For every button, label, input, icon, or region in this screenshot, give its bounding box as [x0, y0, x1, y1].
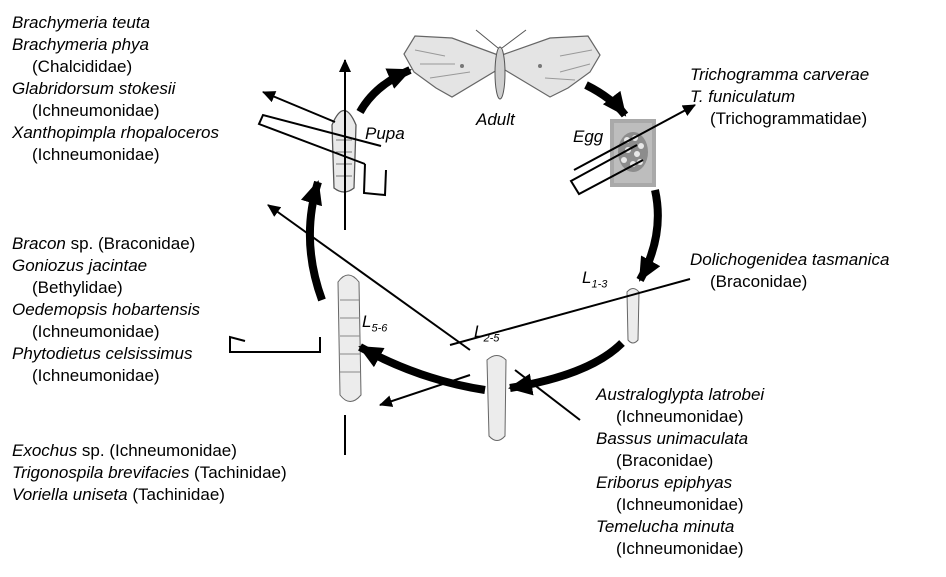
- family-name: (Ichneumonidae): [12, 144, 219, 166]
- stage-label-adult: Adult: [476, 110, 515, 130]
- stage-label-pupa: Pupa: [365, 124, 405, 144]
- larva-late-to-pupa-arrow: [310, 182, 322, 300]
- family-name: sp. (Braconidae): [66, 234, 195, 253]
- family-name: (Tachinidae): [189, 463, 286, 482]
- species-name: Xanthopimpla rhopaloceros: [12, 122, 219, 144]
- family-name: (Ichneumonidae): [12, 321, 200, 343]
- family-name: (Braconidae): [690, 271, 889, 293]
- species-name: Brachymeria teuta: [12, 12, 219, 34]
- species-name: Phytodietus celsissimus: [12, 343, 200, 365]
- parasitoid-group-pupal: Brachymeria teuta Brachymeria phya (Chal…: [12, 12, 219, 166]
- larva-early-to-mid-arrow: [510, 343, 622, 388]
- parasitoid-group-late-larval: Exochus sp. (Ichneumonidae) Trigonospila…: [12, 440, 287, 506]
- species-name: Bracon: [12, 234, 66, 253]
- parasitoid-group-larval-pupal: Bracon sp. (Braconidae) Goniozus jacinta…: [12, 233, 200, 387]
- family-name: (Trichogrammatidae): [690, 108, 869, 130]
- species-name: T. funiculatum: [690, 86, 869, 108]
- family-name: (Chalcididae): [12, 56, 219, 78]
- family-name: (Ichneumonidae): [12, 100, 219, 122]
- larva-mid-to-late-arrow: [360, 347, 485, 390]
- pupa-to-adult-arrow: [360, 70, 410, 112]
- parasitoid-group-early-larval: Dolichogenidea tasmanica (Braconidae): [690, 249, 889, 293]
- egg-to-larva-arrow: [640, 190, 658, 280]
- larva-late-illustration: [338, 275, 361, 402]
- stage-label-larva-early: L1-3: [582, 268, 607, 290]
- parasitoid-group-egg: Trichogramma carverae T. funiculatum (Tr…: [690, 64, 869, 130]
- species-name: Eriborus epiphyas: [596, 472, 764, 494]
- adult-moth-illustration: [404, 30, 600, 99]
- species-name: Brachymeria phya: [12, 34, 219, 56]
- family-name: sp. (Ichneumonidae): [77, 441, 237, 460]
- family-name: (Braconidae): [596, 450, 764, 472]
- species-name: Trigonospila brevifacies: [12, 463, 189, 482]
- family-name: (Ichneumonidae): [596, 494, 764, 516]
- species-name: Oedemopsis hobartensis: [12, 299, 200, 321]
- stage-label-egg: Egg: [573, 127, 603, 147]
- stage-label-larva-late: L5-6: [362, 312, 387, 334]
- species-name: Goniozus jacintae: [12, 255, 200, 277]
- family-name: (Ichneumonidae): [596, 406, 764, 428]
- family-name: (Ichneumonidae): [596, 538, 764, 560]
- family-name: (Ichneumonidae): [12, 365, 200, 387]
- stage-label-larva-mid: L2-5: [474, 322, 499, 344]
- adult-to-egg-arrow: [586, 85, 625, 115]
- larva-mid-illustration: [487, 356, 506, 441]
- family-name: (Tachinidae): [128, 485, 225, 504]
- species-name: Bassus unimaculata: [596, 428, 764, 450]
- species-name: Trichogramma carverae: [690, 64, 869, 86]
- species-name: Exochus: [12, 441, 77, 460]
- species-name: Australoglypta latrobei: [596, 384, 764, 406]
- species-name: Voriella uniseta: [12, 485, 128, 504]
- species-name: Glabridorsum stokesii: [12, 78, 219, 100]
- family-name: (Bethylidae): [12, 277, 200, 299]
- species-name: Temelucha minuta: [596, 516, 764, 538]
- species-name: Dolichogenidea tasmanica: [690, 249, 889, 271]
- parasitoid-group-mid-larval: Australoglypta latrobei (Ichneumonidae) …: [596, 384, 764, 560]
